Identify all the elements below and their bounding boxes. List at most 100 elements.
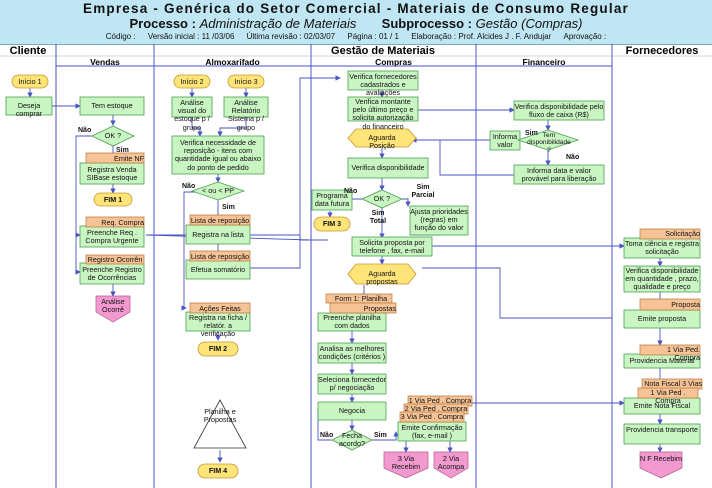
offpage-3-via-recebimento: 3 Via Recebim <box>391 454 421 472</box>
doc-lista-reposicao-1: Lista de reposição <box>190 216 250 225</box>
decision-fecha-acordo: Fecha acordo? <box>339 431 365 449</box>
node-tem-estoque: Tem estoque <box>91 101 133 110</box>
node-verifica-disponibilidade-compras: Verifica disponibilidade <box>351 163 425 172</box>
group-fornecedores: Fornecedores <box>625 45 699 57</box>
node-verifica-disponibilidade-fornecedor: Verifica disponibilidade em quantidade ,… <box>625 266 699 292</box>
node-seleciona-fornecedor: Seleciona fornecedor p/ negociação <box>318 375 386 393</box>
doc-propostas: Propostas <box>363 304 396 313</box>
node-deseja-comprar: Deseja comprar <box>15 101 43 119</box>
node-providencia-material: Providencia Material <box>629 356 695 365</box>
node-verifica-fluxo-caixa: Verifica disponibilidade pelo fluxo de c… <box>514 102 604 120</box>
doc-via-1-pedido: 1 Via Ped . Compra <box>408 396 472 405</box>
offpage-2-via-acompanhamento: 2 Via Acompa <box>437 454 465 472</box>
node-analisa-condicoes: Analisa as melhores condições (critérios… <box>318 344 386 362</box>
lane-financeiro: Financeiro <box>522 57 566 67</box>
archive-planilha-propostas: Planilha e Propostas <box>203 407 237 425</box>
terminal-fim-2: FIM 2 <box>208 344 228 353</box>
terminal-fim-4: FIM 4 <box>208 466 228 475</box>
terminal-fim-1: FIM 1 <box>103 195 123 204</box>
meta-elaboracao: Elaboração : Prof. Alcides J . F. Anduja… <box>411 32 552 41</box>
processo-value: Administração de Materiais <box>199 16 357 31</box>
node-efetua-somatorio: Efetua somatório <box>190 265 246 274</box>
doc-via-3-pedido: 3 Via Ped . Compra <box>400 412 464 421</box>
wait-shapes <box>347 128 417 285</box>
edge-label-nao-3: Não <box>566 154 580 161</box>
documents <box>85 152 703 423</box>
node-emite-nota-fiscal: Emite Nota Fiscal <box>633 401 691 410</box>
node-preenche-req: Preenche Req . Compra Urgente <box>85 228 139 246</box>
doc-proposta: Proposta <box>671 300 700 309</box>
doc-registro-ocorrencia: Registro Ocorrên <box>87 255 143 264</box>
node-verifica-montante: Verifica montante pelo último preço e so… <box>352 97 414 131</box>
meta-codigo: Código : <box>105 32 136 41</box>
node-toma-ciencia: Toma ciência e registra solicitação <box>625 239 699 257</box>
meta-pagina: Página : 01 / 1 <box>347 32 399 41</box>
offpage-connectors <box>95 295 683 479</box>
node-analise-relatorio: Análise Relatório Sistema p / grupo <box>228 98 264 132</box>
decision-ok-1: OK ? <box>104 131 122 140</box>
edge-label-nao-5: Não <box>320 432 334 439</box>
node-negocia: Negocia <box>338 406 366 415</box>
group-cliente: Cliente <box>9 45 47 57</box>
node-preenche-planilha: Preenche planilha com dados <box>323 313 381 331</box>
terminal-fim-3: FIM 3 <box>322 219 342 228</box>
wait-aguarda-posicao: Aguarda Posição <box>368 133 396 151</box>
doc-nota-fiscal: Nota Fiscal 3 Vias <box>644 379 702 388</box>
node-programa-data-futura: Programa data futura <box>314 191 350 209</box>
edge-label-nao-1: Não <box>78 127 92 134</box>
edge-label-sim-total: Sim Total <box>369 210 387 225</box>
doc-via-1-pedido-fornecedor-2: 1 Via Ped . Compra <box>650 388 686 406</box>
decision-tem-disponibilidade: Tem disponibilidade ? <box>527 132 571 154</box>
node-emite-confirmacao: Emite Confirmação (fax, e-mail ) <box>401 423 463 441</box>
doc-via-2-pedido: 2 Via Ped . Compra <box>404 404 468 413</box>
meta-revisao: Última revisão : 02/03/07 <box>246 32 336 41</box>
edge-label-nao-4: Não <box>344 188 358 195</box>
subprocesso-label: Subprocesso : <box>381 16 472 31</box>
edge-label-sim-3: Sim <box>525 130 538 137</box>
doc-lista-reposicao-2: Lista de reposição <box>190 252 250 261</box>
node-emite-proposta: Emite proposta <box>637 314 687 323</box>
node-solicita-proposta: Solicita proposta por telefone , fax, e-… <box>359 238 425 256</box>
edge-label-sim-2: Sim <box>222 204 235 211</box>
doc-req-compra: Req. Compra <box>101 218 144 227</box>
lane-compras: Compras <box>375 57 412 67</box>
node-registra-ficha: Registra na ficha / relatór. a verificaç… <box>189 313 247 339</box>
decision-ok-2: OK ? <box>373 194 391 203</box>
connectors <box>27 75 663 463</box>
lane-almoxarifado: Almoxarifado <box>205 57 260 67</box>
header-title: Empresa - Genérica do Setor Comercial - … <box>83 1 629 16</box>
edge-label-sim-1: Sim <box>116 147 129 154</box>
node-inicio-1: Início 1 <box>18 77 42 86</box>
subprocesso-value: Gestão (Compras) <box>475 16 583 31</box>
decision-ou-pp: < ou < PP <box>202 186 234 195</box>
node-analise-visual: Análise visual do estoque p / grupo <box>174 98 210 132</box>
node-informa-data-valor: Informa data e valor provável para liber… <box>521 166 597 184</box>
doc-acoes-feitas: Ações Feitas <box>199 304 241 313</box>
node-ajusta-prioridades: Ajusta prioridades (regras) em função do… <box>410 207 468 233</box>
document-header: Empresa - Genérica do Setor Comercial - … <box>0 0 712 45</box>
node-informa-valor: Informa valor <box>492 132 518 150</box>
edge-label-nao-2: Não <box>182 183 196 190</box>
lane-vendas: Vendas <box>90 57 120 67</box>
offpage-nf-recebimento: N F Recebim <box>640 454 682 463</box>
group-gestao: Gestão de Materiais <box>331 45 435 57</box>
terminals <box>11 74 351 479</box>
node-verifica-fornecedores: Verifica fornecedores cadastrados e aval… <box>349 72 417 98</box>
meta-aprovacao: Aprovação : <box>563 32 607 41</box>
offpage-analise-ocorrencia: Análise Ocorrê <box>101 297 125 315</box>
wait-aguarda-propostas: Aguarda propostas <box>366 269 398 287</box>
doc-emite-nf: Emite NF <box>114 154 144 163</box>
node-verifica-necessidade: Verifica necessidade de reposição - iten… <box>175 138 261 172</box>
node-providencia-transporte: Providencia transporte <box>626 425 698 434</box>
meta-versao: Versão inicial : 11 /03/06 <box>147 32 235 41</box>
node-inicio-3: Início 3 <box>234 77 258 86</box>
decisions <box>91 125 580 451</box>
header-process-line: Processo : Administração de Materiais Su… <box>0 16 712 31</box>
node-registra-venda: Registra Venda SIBase estoque <box>86 165 138 183</box>
edge-label-sim-5: Sim <box>374 432 387 439</box>
doc-form-planilha: Form 1: Planilha <box>334 294 388 303</box>
archive-triangle <box>193 399 247 449</box>
edge-label-sim-parcial: Sim Parcial <box>411 184 435 199</box>
